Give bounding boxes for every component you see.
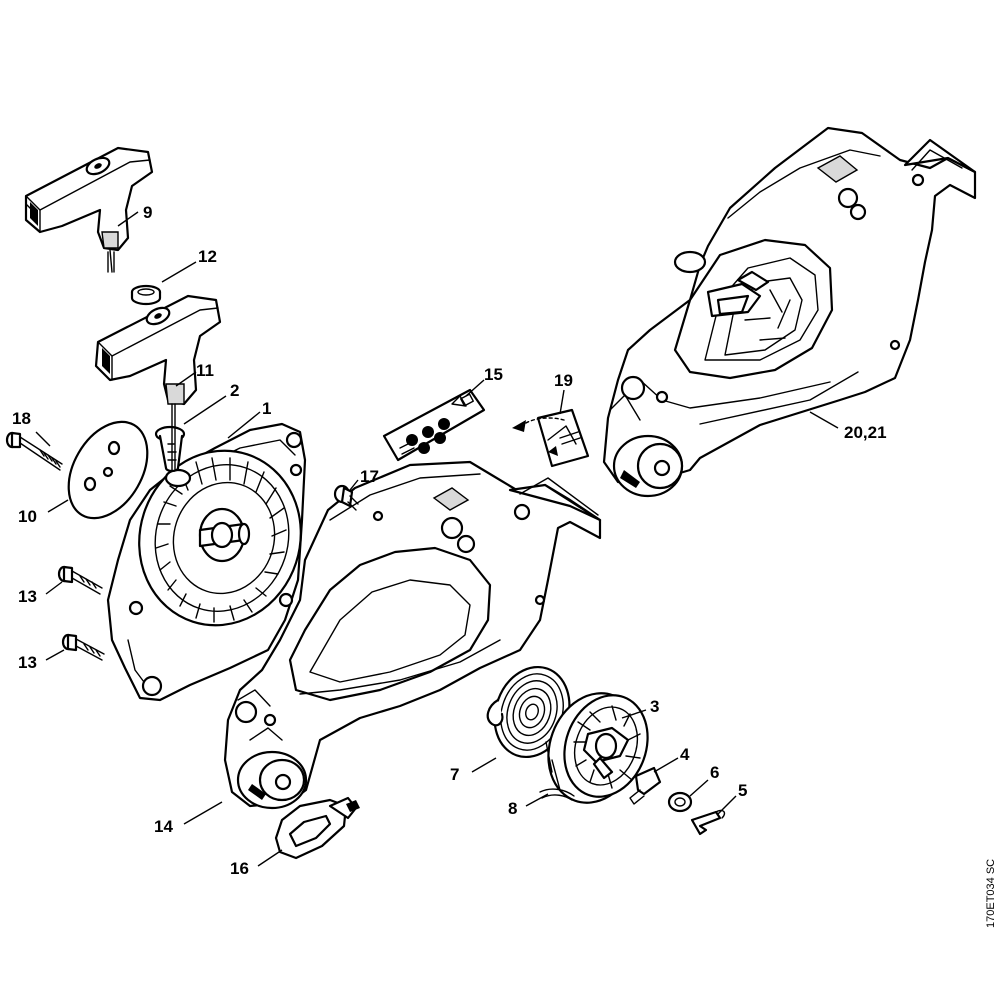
screw-part-17 — [333, 484, 359, 511]
warning-decal-part-15 — [382, 388, 486, 462]
label-20-21: 20,21 — [844, 423, 887, 442]
cap-part-12 — [130, 284, 162, 306]
washer-plate-part-10 — [67, 420, 149, 520]
leader-4 — [653, 757, 679, 773]
leader-1 — [227, 411, 261, 439]
label-3: 3 — [650, 697, 659, 716]
rope-guide-part-2 — [154, 403, 186, 473]
leader-15 — [465, 379, 485, 397]
washer-part-6 — [667, 791, 693, 813]
screw-part-13-upper — [57, 565, 103, 595]
leader-5 — [717, 795, 737, 815]
drawing-code: 170ET034 SC — [985, 859, 997, 928]
sprocket-cover-part-14 — [223, 460, 602, 810]
label-12: 12 — [198, 247, 217, 266]
leader-13-upper — [45, 581, 63, 595]
fan-housing-part-20-21 — [602, 126, 977, 498]
leader-lines — [35, 211, 839, 867]
leader-10 — [47, 499, 69, 513]
leader-12 — [161, 261, 197, 283]
label-19: 19 — [554, 371, 573, 390]
leader-14 — [183, 801, 223, 825]
leader-16 — [257, 849, 283, 867]
label-17: 17 — [360, 467, 379, 486]
leader-17 — [349, 479, 359, 491]
label-13-upper: 13 — [18, 587, 37, 606]
leader-9 — [117, 211, 139, 227]
pawl-part-4 — [629, 766, 662, 805]
leader-7 — [471, 757, 497, 773]
label-11: 11 — [196, 361, 214, 380]
label-4: 4 — [680, 745, 690, 764]
leader-11 — [175, 371, 197, 387]
leader-6 — [689, 779, 709, 797]
label-18: 18 — [12, 409, 31, 428]
leader-13-lower — [45, 649, 65, 661]
label-14: 14 — [154, 817, 173, 836]
label-6: 6 — [710, 763, 719, 782]
label-7: 7 — [450, 765, 459, 784]
label-8: 8 — [508, 799, 517, 818]
instruction-label-part-19 — [512, 408, 590, 468]
label-13-lower: 13 — [18, 653, 37, 672]
bracket-part-16 — [274, 796, 360, 860]
spring-clip-part-5 — [690, 809, 726, 836]
starter-grip-part-11 — [94, 294, 222, 406]
label-9: 9 — [143, 203, 152, 222]
leader-8 — [525, 793, 549, 807]
leader-3 — [621, 709, 647, 719]
label-5: 5 — [738, 781, 747, 800]
starter-grip-part-9 — [24, 146, 154, 273]
leader-19 — [559, 389, 565, 415]
rope-rotor-part-3 — [545, 692, 649, 804]
label-1: 1 — [262, 399, 271, 418]
label-10: 10 — [18, 507, 37, 526]
starter-cover-part-1 — [106, 422, 307, 702]
leader-2 — [183, 395, 227, 425]
label-15: 15 — [484, 365, 503, 384]
screw-part-13-lower — [61, 633, 105, 661]
label-2: 2 — [230, 381, 239, 400]
label-16: 16 — [230, 859, 249, 878]
leader-18 — [35, 431, 51, 447]
leader-20-21 — [809, 411, 839, 429]
callout-labels: 9 12 11 2 1 18 10 13 13 17 15 19 20,21 3… — [12, 203, 887, 878]
screw-part-18 — [5, 431, 63, 471]
starter-rope-part-8 — [539, 788, 575, 801]
